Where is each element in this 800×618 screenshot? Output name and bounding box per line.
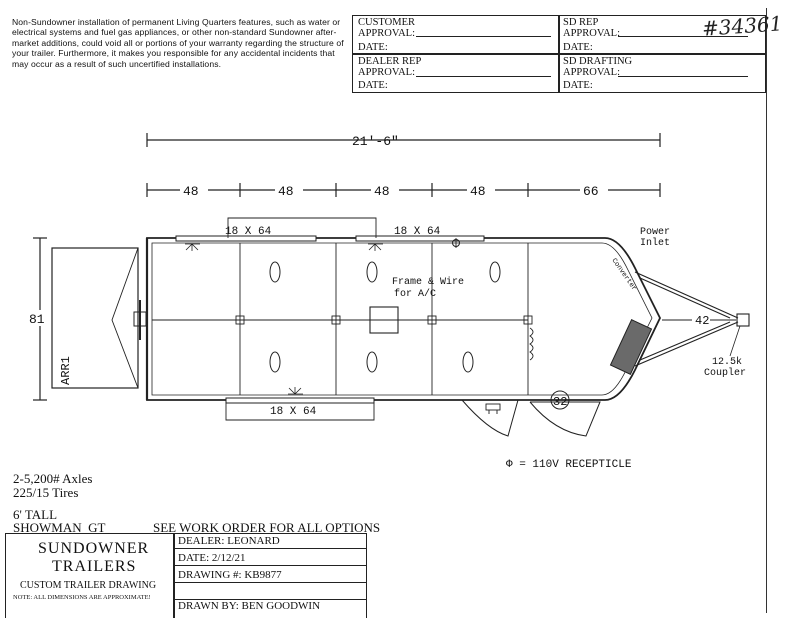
water-tank — [550, 390, 570, 410]
side-door-left — [461, 399, 519, 437]
window-top-right — [355, 235, 485, 242]
side-door-right — [529, 401, 601, 437]
saddle-rack-icon — [485, 403, 501, 411]
dealer-rep-approval-label: DEALER REP APPROVAL: — [358, 56, 421, 78]
ac-frame — [369, 306, 399, 334]
company-name-2: TRAILERS — [52, 558, 137, 575]
tank-label: 32 — [553, 395, 567, 409]
title-block-divider — [173, 533, 175, 618]
company-name-1: SUNDOWNER — [38, 540, 150, 557]
window-top-left-label: 18 X 64 — [225, 226, 272, 238]
window-bottom — [225, 397, 375, 404]
approval-divider-h — [352, 53, 766, 55]
vent-ovals — [269, 261, 501, 373]
tires-note: 225/15 Tires — [13, 485, 79, 500]
sd-drafting-label: SD DRAFTING — [563, 56, 633, 67]
customer-date-label: DATE: — [358, 42, 388, 53]
width-label: 81 — [29, 312, 45, 327]
bridle-hooks — [529, 327, 534, 361]
customer-approval-text: APPROVAL: — [358, 28, 415, 39]
trailer-body-outline — [146, 237, 662, 401]
window-top-left — [175, 235, 317, 242]
segment-2-label: 48 — [278, 184, 294, 199]
segment-3-label: 48 — [374, 184, 390, 199]
sd-drafting-approval-text: APPROVAL: — [563, 67, 620, 78]
customer-label: CUSTOMER — [358, 17, 415, 28]
date-field: DATE: 2/12/21 — [178, 552, 246, 564]
dealer-field: DEALER: LEONARD — [178, 535, 280, 547]
customer-approval-line — [416, 36, 551, 37]
coupler-icon — [736, 313, 750, 327]
coupler-label-1: 12.5k — [712, 356, 742, 368]
sd-rep-approval-label: SD REP APPROVAL: — [563, 17, 620, 39]
customer-approval-label: CUSTOMER APPROVAL: — [358, 17, 415, 39]
work-order-note: SEE WORK ORDER FOR ALL OPTIONS — [153, 520, 381, 535]
frame-wire-label-2: for A/C — [394, 288, 436, 300]
segment-1-label: 48 — [183, 184, 199, 199]
sd-rep-approval-line — [618, 36, 748, 37]
power-inlet-label-1: Power — [640, 227, 670, 238]
stone-guard — [609, 319, 653, 375]
dealer-rep-label: DEALER REP — [358, 56, 422, 67]
drawing-type: CUSTOM TRAILER DRAWING — [20, 580, 157, 591]
rear-ramp — [51, 247, 139, 389]
tongue-length-label: 42 — [695, 314, 709, 328]
sd-rep-date-label: DATE: — [563, 42, 593, 53]
sd-drafting-approval-line — [618, 76, 748, 77]
power-inlet-label-2: Inlet — [640, 237, 670, 249]
window-bottom-label: 18 X 64 — [270, 406, 317, 418]
coupler-label-2: Coupler — [704, 367, 746, 379]
drawn-by-field: DRAWN BY: BEN GOODWIN — [178, 600, 321, 610]
sd-rep-label: SD REP — [563, 17, 599, 28]
segment-4-label: 48 — [470, 184, 486, 199]
trailer-tongue — [634, 271, 750, 367]
dealer-rep-date-label: DATE: — [358, 80, 388, 91]
sd-drafting-date-label: DATE: — [563, 80, 593, 91]
stall-dividers — [152, 243, 533, 395]
drawing-number-field: DRAWING #: KB9877 — [178, 569, 282, 581]
segment-5-label: 66 — [583, 184, 599, 199]
dome-lights — [185, 243, 383, 395]
disclaimer-text: Non-Sundowner installation of permanent … — [12, 17, 344, 69]
dealer-rep-approval-text: APPROVAL: — [358, 67, 415, 78]
page-border-right — [766, 8, 767, 613]
axles-note: 2-5,200# Axles — [13, 471, 93, 486]
receptacle-legend: Φ = 110V RECEPTICLE — [506, 459, 632, 471]
dimension-note: NOTE: ALL DIMENSIONS ARE APPROXIMATE! — [13, 594, 151, 601]
title-block — [5, 533, 367, 618]
sd-rep-approval-text: APPROVAL: — [563, 28, 620, 39]
window-top-right-label: 18 X 64 — [394, 226, 441, 238]
frame-wire-label-1: Frame & Wire — [392, 276, 464, 288]
sd-drafting-approval-label: SD DRAFTING APPROVAL: — [563, 56, 632, 78]
dealer-rep-approval-line — [416, 76, 551, 77]
overall-length-label: 21'-6" — [352, 134, 399, 149]
height-note: 6' TALL — [13, 507, 58, 522]
model-note: SHOWMAN GT — [13, 520, 106, 535]
ramp-label: ARR1 — [59, 356, 73, 385]
